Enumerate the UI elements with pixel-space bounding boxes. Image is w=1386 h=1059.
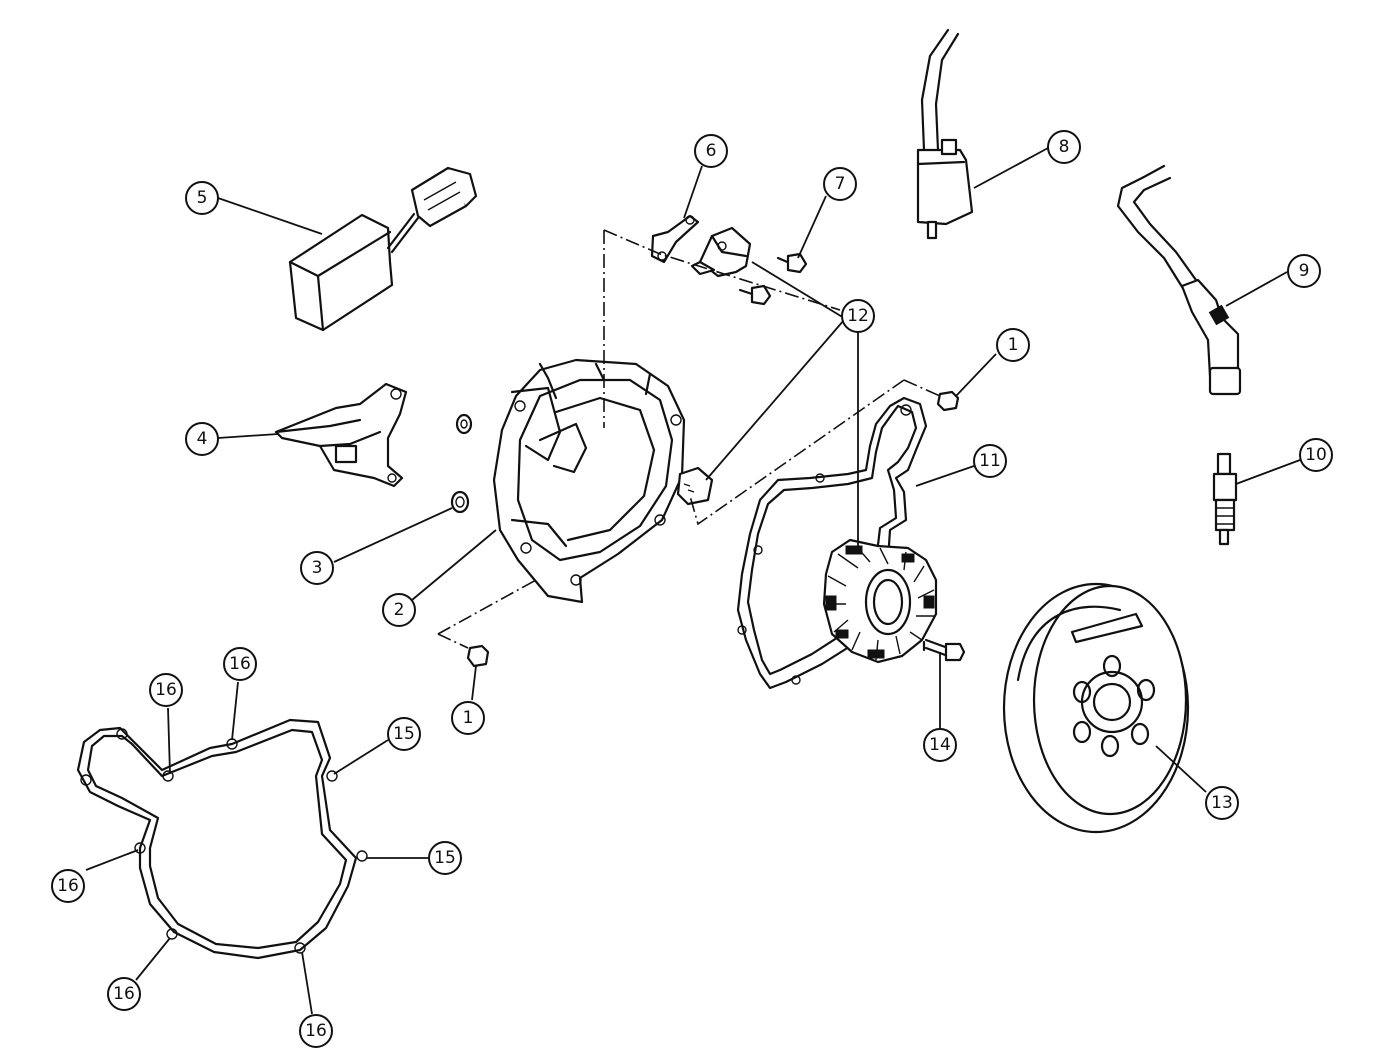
svg-text:8: 8 (1059, 137, 1070, 157)
svg-text:5: 5 (197, 188, 208, 208)
svg-text:4: 4 (197, 429, 208, 449)
callout-16-top: 16 (223, 647, 257, 681)
bolt-7 (776, 252, 808, 274)
svg-text:2: 2 (394, 600, 405, 620)
svg-text:16: 16 (57, 876, 79, 896)
svg-text:10: 10 (1305, 445, 1327, 465)
callout-15-upper: 15 (387, 717, 421, 751)
svg-text:16: 16 (305, 1021, 327, 1041)
svg-text:14: 14 (929, 735, 951, 755)
callout-2: 2 (382, 593, 416, 627)
stator (822, 538, 938, 664)
callout-15-lower: 15 (428, 841, 462, 875)
callout-14: 14 (923, 728, 957, 762)
svg-text:7: 7 (835, 174, 846, 194)
svg-text:3: 3 (312, 558, 323, 578)
cdi-unit (288, 166, 478, 332)
svg-text:15: 15 (434, 848, 456, 868)
callout-11: 11 (973, 444, 1007, 478)
assembly-lines (437, 229, 941, 649)
stator-bolt (922, 638, 966, 662)
cable-clip (650, 214, 700, 264)
svg-text:13: 13 (1211, 793, 1233, 813)
dowel-pin-upper (936, 390, 960, 412)
spark-plug-cap (1116, 164, 1242, 396)
leader-lines (85, 147, 1301, 1015)
flywheel (1002, 582, 1190, 834)
spark-plug (1212, 452, 1238, 546)
sensor-plug (676, 466, 714, 506)
callout-3: 3 (300, 551, 334, 585)
svg-text:15: 15 (393, 724, 415, 744)
pickup-sensor (690, 226, 752, 278)
large-gasket (76, 718, 368, 960)
dowel-pin-lower (466, 644, 490, 668)
callout-5: 5 (185, 181, 219, 215)
callout-1-lower: 1 (451, 701, 485, 735)
washer-3 (450, 413, 473, 514)
svg-text:1: 1 (463, 708, 474, 728)
callout-9: 9 (1287, 254, 1321, 288)
callout-10: 10 (1299, 438, 1333, 472)
callout-4: 4 (185, 422, 219, 456)
side-cover (274, 382, 408, 488)
callout-12: 12 (841, 299, 875, 333)
svg-text:11: 11 (979, 451, 1001, 471)
svg-text:16: 16 (229, 654, 251, 674)
callout-7: 7 (823, 167, 857, 201)
svg-text:1: 1 (1008, 335, 1019, 355)
callout-6: 6 (694, 134, 728, 168)
callout-16-left: 16 (51, 869, 85, 903)
svg-text:16: 16 (155, 680, 177, 700)
svg-text:9: 9 (1299, 261, 1310, 281)
callout-13: 13 (1205, 786, 1239, 820)
callout-16-bottomleft: 16 (107, 977, 141, 1011)
svg-text:12: 12 (847, 306, 869, 326)
callout-1-upper: 1 (996, 328, 1030, 362)
callout-16-bottom: 16 (299, 1014, 333, 1048)
callout-16-topleft: 16 (149, 673, 183, 707)
bolt-12 (738, 284, 772, 306)
svg-text:6: 6 (706, 141, 717, 161)
cover-gasket (736, 396, 928, 690)
svg-text:16: 16 (113, 984, 135, 1004)
ignition-cover (492, 358, 686, 604)
ignition-coil (916, 28, 974, 240)
callout-8: 8 (1047, 130, 1081, 164)
